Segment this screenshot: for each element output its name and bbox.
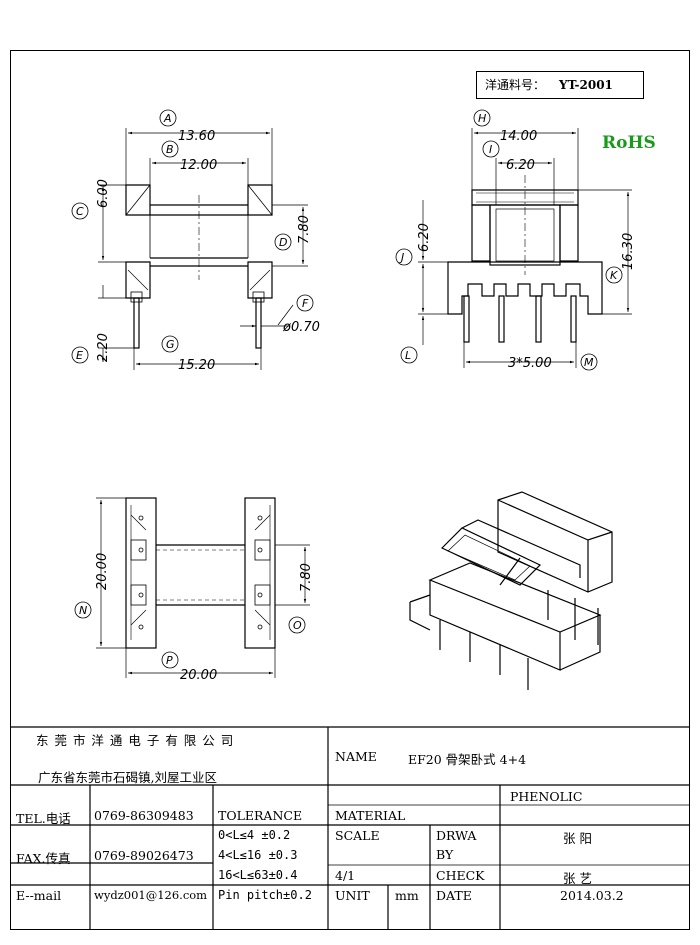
front-view [125, 184, 273, 349]
drawn-label-1: DRWA [436, 828, 477, 843]
callout-b: B [166, 143, 174, 156]
date-value: 2014.03.2 [560, 888, 624, 903]
fax-label: FAX.传真 [16, 851, 71, 866]
callout-k: K [610, 269, 618, 282]
callout-d: D [279, 236, 287, 249]
side-callouts [395, 109, 623, 371]
callout-f: F [302, 297, 309, 310]
tel-label: TEL.电话 [16, 811, 71, 826]
tolerance-row-1: 0<L≤4 ±0.2 [218, 828, 291, 842]
callout-p: P [166, 654, 173, 667]
tolerance-label: TOLERANCE [218, 808, 303, 823]
drawing-frame [10, 50, 690, 930]
drawn-value: 张 阳 [563, 831, 592, 846]
tolerance-row-3: 16<L≤63±0.4 [218, 868, 298, 882]
dim-b-text: 12.00 [180, 158, 217, 173]
callout-i: I [489, 143, 492, 156]
callout-c: C [76, 205, 84, 218]
dim-d-text: 7.80 [297, 215, 312, 244]
dim-o-text: 7.80 [299, 563, 314, 592]
dim-a-text: 13.60 [178, 129, 215, 144]
date-label: DATE [436, 888, 472, 903]
dim-j-text: 6.20 [417, 223, 432, 252]
callout-l: L [405, 349, 411, 362]
callout-g: G [166, 338, 175, 351]
top-callouts [74, 601, 306, 669]
check-label: CHECK [436, 868, 485, 883]
callout-a: A [163, 112, 172, 125]
material-value: PHENOLIC [510, 789, 583, 804]
side-dimensions [418, 128, 632, 368]
front-dimensions [98, 128, 308, 370]
top-dimensions [96, 497, 310, 678]
dim-f-text: ø0.70 [282, 320, 320, 335]
dim-m-text: 3*5.00 [508, 356, 552, 371]
callout-o: O [293, 619, 302, 632]
title-block-grid [10, 726, 690, 930]
part-number-value: YT-2001 [559, 78, 613, 92]
material-label: MATERIAL [335, 808, 406, 823]
dim-c-text: 6.00 [96, 179, 111, 208]
callout-n: N [79, 604, 87, 617]
fax-value: 0769-89026473 [94, 848, 194, 863]
email-value: wydz001@126.com [94, 888, 208, 902]
scale-value: 4/1 [335, 868, 356, 883]
part-number-label: 洋通料号： [485, 78, 546, 92]
unit-value: mm [395, 888, 419, 903]
callout-h: H [478, 112, 486, 125]
email-label: E--mail [16, 888, 62, 903]
drawn-label-2: BY [436, 847, 454, 862]
dim-g-text: 15.20 [178, 358, 215, 373]
top-pin-holes [138, 515, 263, 630]
tolerance-row-2: 4<L≤16 ±0.3 [218, 848, 298, 862]
front-callouts [71, 109, 314, 364]
callout-e: E [76, 349, 83, 362]
dim-i-text: 6.20 [506, 158, 535, 173]
unit-label: UNIT [335, 888, 370, 903]
company-name: 东 莞 市 洋 通 电 子 有 限 公 司 [36, 733, 235, 748]
isometric-view [409, 491, 613, 690]
top-view [125, 497, 276, 649]
name-label: NAME [335, 749, 377, 764]
dim-e-text: 2.20 [96, 333, 111, 362]
part-number-box: 洋通料号： YT-2001 [476, 71, 644, 99]
tolerance-row-4: Pin pitch±0.2 [218, 888, 312, 902]
callout-m: M [584, 356, 594, 369]
dim-n-text: 20.00 [95, 553, 110, 590]
side-view [447, 175, 603, 343]
scale-label: SCALE [335, 828, 380, 843]
tel-value: 0769-86309483 [94, 808, 194, 823]
check-value: 张 艺 [563, 871, 592, 886]
rohs-mark: RoHS [602, 133, 656, 153]
callout-j: J [399, 251, 404, 264]
dim-p-text: 20.00 [180, 668, 217, 683]
dim-h-text: 14.00 [500, 129, 537, 144]
company-address: 广东省东莞市石碣镇,刘屋工业区 [38, 770, 217, 785]
name-value: EF20 骨架卧式 4+4 [408, 752, 527, 767]
dim-k-text: 16.30 [621, 233, 636, 270]
